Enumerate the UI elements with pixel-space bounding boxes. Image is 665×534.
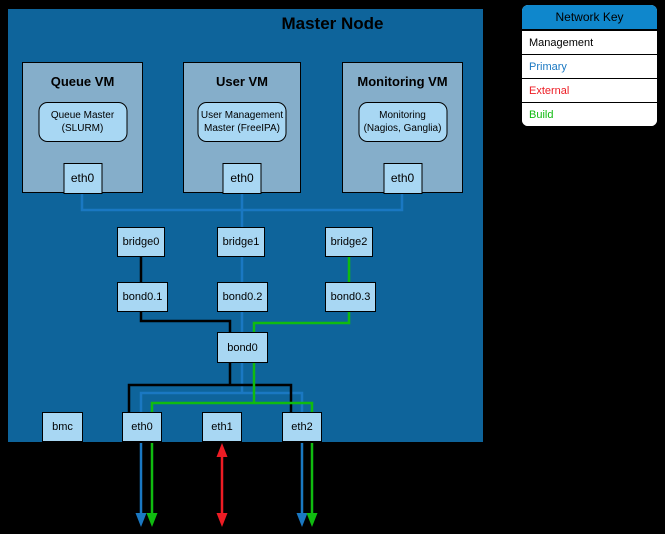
user-vm-box: User VM User Management Master (FreeIPA)… <box>183 62 301 194</box>
legend-item-build: Build <box>522 103 657 126</box>
service-line: Queue Master <box>50 109 115 121</box>
user-vm-title: User VM <box>215 74 269 89</box>
monitoring-vm-box: Monitoring VM Monitoring (Nagios, Gangli… <box>342 62 463 194</box>
user-vm-eth0: eth0 <box>222 162 262 194</box>
bond0.1-node: bond0.1 <box>117 282 168 312</box>
external-network-arrow <box>216 443 228 527</box>
legend-item-external: External <box>522 79 657 103</box>
service-line: User Management <box>200 109 284 121</box>
queue-master-service: Queue Master (SLURM) <box>38 102 127 142</box>
monitoring-vm-title: Monitoring VM <box>357 74 448 89</box>
queue-vm-title: Queue VM <box>50 74 115 89</box>
bridge0-node: bridge0 <box>117 227 165 257</box>
service-line: Master (FreeIPA) <box>204 123 280 134</box>
queue-vm-box: Queue VM Queue Master (SLURM) eth0 <box>22 62 143 194</box>
primary-down-arrowheads <box>135 513 308 527</box>
service-line: (SLURM) <box>61 123 104 134</box>
service-line: (Nagios, Ganglia) <box>363 123 442 134</box>
monitoring-service: Monitoring (Nagios, Ganglia) <box>358 102 447 142</box>
monitoring-vm-eth0: eth0 <box>383 162 422 194</box>
legend-item-primary: Primary <box>522 55 657 79</box>
eth0-node: eth0 <box>122 412 162 442</box>
management-network-lines <box>127 257 293 412</box>
bond0-node: bond0 <box>217 332 268 363</box>
build-network-lines <box>150 257 351 513</box>
master-node-title: Master Node <box>281 14 384 33</box>
bmc-node: bmc <box>42 412 83 442</box>
bond0.2-node: bond0.2 <box>217 282 268 312</box>
build-down-arrowheads <box>146 513 318 527</box>
bridge2-node: bridge2 <box>325 227 373 257</box>
legend-header: Network Key <box>522 5 657 31</box>
queue-vm-eth0: eth0 <box>63 162 102 194</box>
network-key-legend: Network Key Management Primary External … <box>520 3 659 128</box>
eth1-node: eth1 <box>202 412 242 442</box>
eth2-node: eth2 <box>282 412 322 442</box>
legend-item-management: Management <box>522 31 657 55</box>
user-management-service: User Management Master (FreeIPA) <box>197 102 287 142</box>
bond0.3-node: bond0.3 <box>325 282 376 312</box>
bridge1-node: bridge1 <box>217 227 265 257</box>
service-line: Monitoring <box>379 109 426 121</box>
